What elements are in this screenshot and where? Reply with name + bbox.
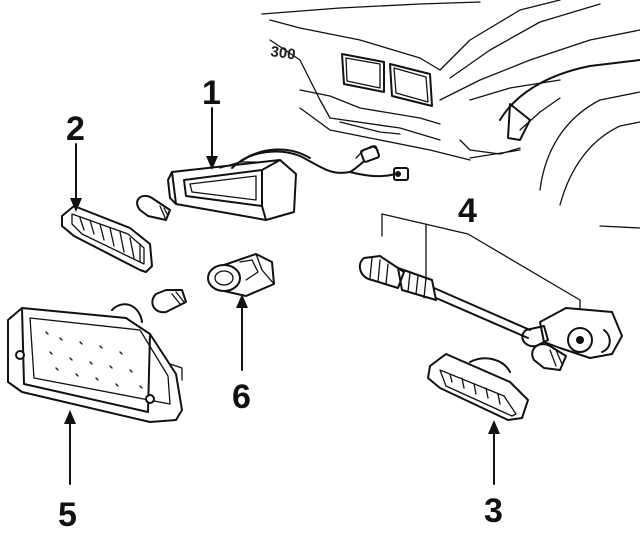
callout-3: 3 — [484, 492, 503, 530]
vehicle-badge: 300 — [269, 43, 296, 63]
part-4-wiring-harness — [358, 213, 623, 359]
callout-1: 1 — [202, 74, 221, 112]
callout-6: 6 — [232, 378, 251, 416]
bulb-small-right — [531, 343, 567, 371]
callout-5: 5 — [58, 496, 77, 534]
leader-lines — [64, 107, 500, 485]
part-5-lamp-assembly — [7, 303, 183, 423]
part-3-side-marker — [427, 353, 529, 421]
part-2-lens — [61, 205, 153, 273]
bulb-small-lower — [151, 289, 187, 314]
vehicle-body-outline — [261, 0, 640, 229]
part-6-socket — [207, 253, 275, 297]
callout-4: 4 — [458, 192, 477, 230]
bulb-small-upper — [136, 194, 171, 221]
part-1-lamp-housing — [167, 145, 409, 221]
callout-2: 2 — [66, 110, 85, 148]
